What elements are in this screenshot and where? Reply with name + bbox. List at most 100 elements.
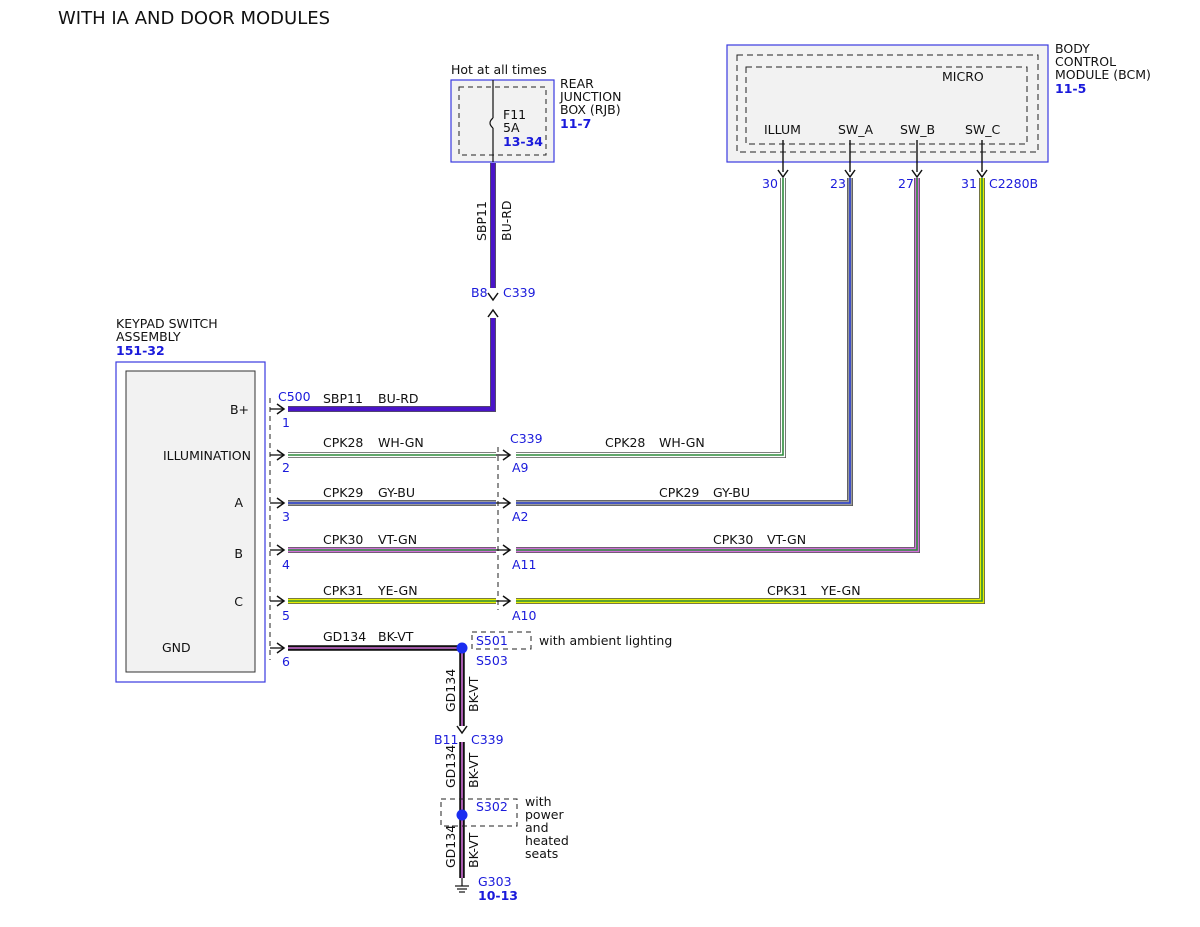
- rjb-ref[interactable]: 11-7: [560, 116, 591, 131]
- wire-cpk31-color-left: YE-GN: [377, 583, 418, 598]
- keypad-pin-label-illumination: ILLUMINATION: [163, 448, 251, 463]
- bcm-pin-arrow-4: [976, 169, 988, 179]
- bcm-pin-arrow-2: [844, 169, 856, 179]
- wire-cpk31-circuit-left: CPK31: [323, 583, 363, 598]
- wire-cpk28-right-stripe: [516, 178, 784, 456]
- c500-pin-3: 3: [282, 509, 290, 524]
- c500-pin-2: 2: [282, 460, 290, 475]
- keypad-pin-label-gnd: GND: [162, 640, 191, 655]
- c500-pin-5: 5: [282, 608, 290, 623]
- s302-option-box: [440, 798, 518, 827]
- wire-cpk31-color-right: YE-GN: [820, 583, 861, 598]
- wire-cpk30-right-stripe: [516, 178, 918, 551]
- s302-note-line-4: heated: [525, 833, 569, 848]
- gnd-wire-color-1: BK-VT: [466, 676, 481, 712]
- gnd-wire-color-3: BK-VT: [466, 832, 481, 868]
- wire-cpk29-circuit-right: CPK29: [659, 485, 699, 500]
- bcm-pin-arrow-3: [911, 169, 923, 179]
- fuse-icon: [489, 117, 494, 129]
- wire-cpk28-right-edge: [516, 178, 786, 458]
- bcm-name-line-1: BODY: [1055, 41, 1090, 56]
- s302-splice-dot: [456, 809, 468, 821]
- rjb-fuse-amps: 5A: [503, 120, 520, 135]
- rjb-name-line-2: JUNCTION: [559, 89, 621, 104]
- c339-b8-arrow-down: [487, 292, 499, 302]
- rjb-hot-label: Hot at all times: [451, 62, 547, 77]
- wire-cpk29-color-left: GY-BU: [378, 485, 415, 500]
- wire-sbp11-lower-stripe: [288, 318, 494, 410]
- gnd-wire-circuit-3: GD134: [443, 825, 458, 868]
- rjb-fuse-name: F11: [503, 107, 526, 122]
- c500-pin-4: 4: [282, 557, 290, 572]
- wire-sbp11-circuit: SBP11: [323, 391, 363, 406]
- g303-name: G303: [478, 874, 512, 889]
- keypad-pin-label-c: C: [234, 594, 243, 609]
- c339-mid-name: C339: [510, 431, 543, 446]
- rjb-wire-color: BU-RD: [499, 200, 514, 241]
- wire-cpk28-right-base: [516, 178, 786, 458]
- wire-cpk30-circuit-right: CPK30: [713, 532, 753, 547]
- s302-note-line-5: seats: [525, 846, 558, 861]
- rjb-wire-circuit: SBP11: [474, 201, 489, 241]
- s501-note: with ambient lighting: [539, 633, 672, 648]
- wire-cpk31-right-stripe: [516, 178, 983, 602]
- wire-cpk29-circuit-left: CPK29: [323, 485, 363, 500]
- bcm-module: MICRO ILLUM SW_A SW_B SW_C BODY CONTROL …: [726, 41, 1151, 191]
- gnd-wire-color-2: BK-VT: [466, 752, 481, 788]
- bcm-pin-30: 30: [762, 176, 778, 191]
- bcm-pin-27: 27: [898, 176, 914, 191]
- bcm-pin-label-sw-b: SW_B: [900, 122, 935, 137]
- s501-name: S501: [476, 633, 508, 648]
- c500-pin-6: 6: [282, 654, 290, 669]
- s501-option-box: [471, 631, 532, 650]
- g303-ref[interactable]: 10-13: [478, 888, 518, 903]
- bcm-name-line-2: CONTROL: [1055, 54, 1116, 69]
- c339-pin-a11: A11: [512, 557, 536, 572]
- wire-cpk31-circuit-right: CPK31: [767, 583, 807, 598]
- wire-harness: [270, 163, 988, 878]
- bcm-name-line-3: MODULE (BCM): [1055, 67, 1151, 82]
- rjb-name-line-1: REAR: [560, 76, 594, 91]
- bcm-pin-31: 31: [961, 176, 977, 191]
- keypad-switch-assembly: KEYPAD SWITCH ASSEMBLY 151-32 B+ ILLUMIN…: [115, 316, 311, 683]
- c339-bot-name: C339: [471, 732, 504, 747]
- wire-cpk30-color-left: VT-GN: [378, 532, 417, 547]
- wire-gd134-color: BK-VT: [378, 629, 414, 644]
- bcm-pin-23: 23: [830, 176, 846, 191]
- bcm-ref[interactable]: 11-5: [1055, 81, 1086, 96]
- wire-cpk29-right-stripe: [516, 178, 851, 504]
- bcm-connector-c2280b: C2280B: [989, 176, 1038, 191]
- c339-b8-arrow-up: [487, 308, 499, 318]
- s503-splice-dot: [456, 642, 468, 654]
- wire-sbp11-color: BU-RD: [378, 391, 419, 406]
- keypad-ref[interactable]: 151-32: [116, 343, 165, 358]
- rjb-name-line-3: BOX (RJB): [560, 102, 621, 117]
- s302-note-line-3: and: [525, 820, 549, 835]
- s302-note-line-2: power: [525, 807, 564, 822]
- bcm-pin-label-sw-a: SW_A: [838, 122, 874, 137]
- s503-name: S503: [476, 653, 508, 668]
- keypad-pin-label-a: A: [234, 495, 243, 510]
- wire-cpk29-color-right: GY-BU: [713, 485, 750, 500]
- c500-connector: C500: [278, 389, 311, 404]
- bcm-pin-label-sw-c: SW_C: [965, 122, 1001, 137]
- c500-pin-1: 1: [282, 415, 290, 430]
- ground-icon: [455, 878, 469, 893]
- keypad-pin-label-b: B: [234, 546, 243, 561]
- wire-cpk28-color-left: WH-GN: [378, 435, 424, 450]
- wire-cpk28-color-right: WH-GN: [659, 435, 705, 450]
- wire-gd134-circuit: GD134: [323, 629, 366, 644]
- s302-name: S302: [476, 799, 508, 814]
- c339-pin-a9: A9: [512, 460, 529, 475]
- rjb-fuse-ref[interactable]: 13-34: [503, 134, 543, 149]
- bcm-micro-label: MICRO: [942, 69, 984, 84]
- diagram-title: WITH IA AND DOOR MODULES: [58, 8, 330, 29]
- wire-cpk30-color-right: VT-GN: [767, 532, 806, 547]
- rjb-module: Hot at all times F11 5A 13-34 REAR JUNCT…: [450, 62, 621, 163]
- c339-pin-a2: A2: [512, 509, 529, 524]
- wire-cpk28-circuit-right: CPK28: [605, 435, 645, 450]
- keypad-pin-label-bplus: B+: [230, 402, 249, 417]
- keypad-name-line-1: KEYPAD SWITCH: [116, 316, 218, 331]
- c339-pin-a10: A10: [512, 608, 537, 623]
- s302-note-line-1: with: [525, 794, 552, 809]
